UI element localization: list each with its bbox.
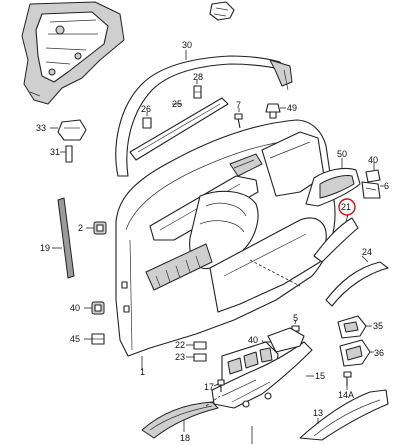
callout-21: 21 bbox=[341, 202, 351, 212]
lower-trim-13 bbox=[299, 389, 389, 441]
bracket-33 bbox=[57, 119, 87, 141]
screw-7 bbox=[234, 113, 243, 129]
part-23 bbox=[193, 353, 207, 362]
inner-trim-strip bbox=[129, 97, 229, 161]
part-22 bbox=[193, 341, 207, 350]
door-trim-panel bbox=[115, 119, 336, 357]
callout-5: 5 bbox=[293, 313, 298, 323]
callout-40-left: 40 bbox=[70, 303, 80, 313]
window-trim-strip bbox=[115, 55, 293, 177]
callout-23: 23 bbox=[175, 352, 185, 362]
callout-40-upper: 40 bbox=[368, 155, 378, 165]
callout-13: 13 bbox=[313, 408, 323, 418]
part-31 bbox=[65, 145, 73, 163]
handle-bezel-50 bbox=[305, 167, 361, 207]
part-40-upper bbox=[365, 169, 381, 183]
callout-50: 50 bbox=[337, 149, 347, 159]
callout-35: 35 bbox=[373, 321, 383, 331]
clip-28 bbox=[193, 85, 202, 99]
clip-2 bbox=[93, 221, 107, 235]
callout-1: 1 bbox=[140, 367, 145, 377]
switch-assembly bbox=[211, 327, 313, 409]
clip-45 bbox=[91, 333, 105, 345]
callout-6: 6 bbox=[384, 181, 389, 191]
latch-bracket-top bbox=[209, 1, 235, 21]
door-shell-fragment bbox=[21, 1, 125, 105]
callout-31: 31 bbox=[50, 147, 60, 157]
clip-26 bbox=[142, 117, 152, 129]
callout-36: 36 bbox=[374, 348, 384, 358]
switch-cap-35 bbox=[337, 315, 367, 339]
lower-trim-18 bbox=[141, 395, 221, 439]
callout-28: 28 bbox=[193, 72, 203, 82]
callout-30: 30 bbox=[182, 40, 192, 50]
screw-14a bbox=[343, 371, 352, 386]
seal-strip-19 bbox=[57, 197, 75, 279]
highlight-ring-21 bbox=[338, 198, 356, 216]
callout-24: 24 bbox=[362, 247, 372, 257]
callout-22: 22 bbox=[175, 340, 185, 350]
trim-strip-24 bbox=[325, 261, 389, 307]
callout-40-lower: 40 bbox=[248, 335, 258, 345]
callout-15: 15 bbox=[315, 371, 325, 381]
callout-45: 45 bbox=[70, 334, 80, 344]
switch-cap-36 bbox=[339, 339, 371, 367]
callout-2: 2 bbox=[78, 223, 83, 233]
trim-insert-21 bbox=[313, 217, 359, 263]
callout-26: 26 bbox=[141, 104, 151, 114]
clip-49 bbox=[265, 103, 281, 119]
callout-18: 18 bbox=[180, 433, 190, 443]
part-6 bbox=[361, 181, 381, 199]
callout-19: 19 bbox=[40, 243, 50, 253]
callout-14a: 14A bbox=[338, 390, 354, 400]
clip-40-left bbox=[91, 301, 105, 315]
callout-17: 17 bbox=[204, 382, 214, 392]
callout-33: 33 bbox=[36, 123, 46, 133]
callout-7: 7 bbox=[236, 100, 241, 110]
callout-49: 49 bbox=[287, 103, 297, 113]
callout-25: 25 bbox=[172, 99, 182, 109]
screw-17 bbox=[217, 379, 225, 392]
